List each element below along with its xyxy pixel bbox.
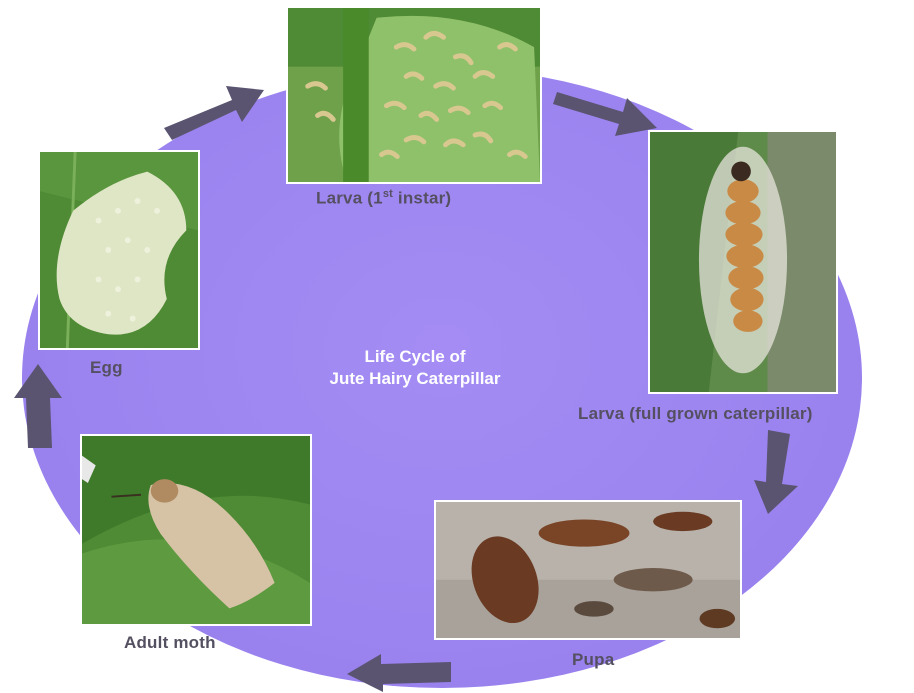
larva-full-grown-photo bbox=[648, 130, 838, 394]
title-line-1: Life Cycle of bbox=[290, 346, 540, 368]
title-line-2: Jute Hairy Caterpillar bbox=[290, 368, 540, 390]
egg-photo bbox=[38, 150, 200, 350]
adult-moth-photo bbox=[80, 434, 312, 626]
larva-first-instar-photo bbox=[286, 6, 542, 184]
arrow-pupa-to-adult bbox=[345, 648, 455, 693]
arrow-egg-to-larva bbox=[160, 78, 270, 148]
arrow-adult-to-egg bbox=[12, 362, 62, 452]
arrow-fullgrown-to-pupa bbox=[752, 428, 802, 518]
larva-full-grown-label: Larva (full grown caterpillar) bbox=[578, 404, 813, 424]
pupa-photo bbox=[434, 500, 742, 640]
arrow-larva-to-fullgrown bbox=[553, 72, 663, 142]
pupa-label: Pupa bbox=[572, 650, 614, 670]
egg-label: Egg bbox=[90, 358, 123, 378]
adult-moth-label: Adult moth bbox=[124, 633, 216, 653]
larva-first-instar-label: Larva (1st instar) bbox=[316, 188, 451, 209]
diagram-title: Life Cycle of Jute Hairy Caterpillar bbox=[290, 346, 540, 390]
